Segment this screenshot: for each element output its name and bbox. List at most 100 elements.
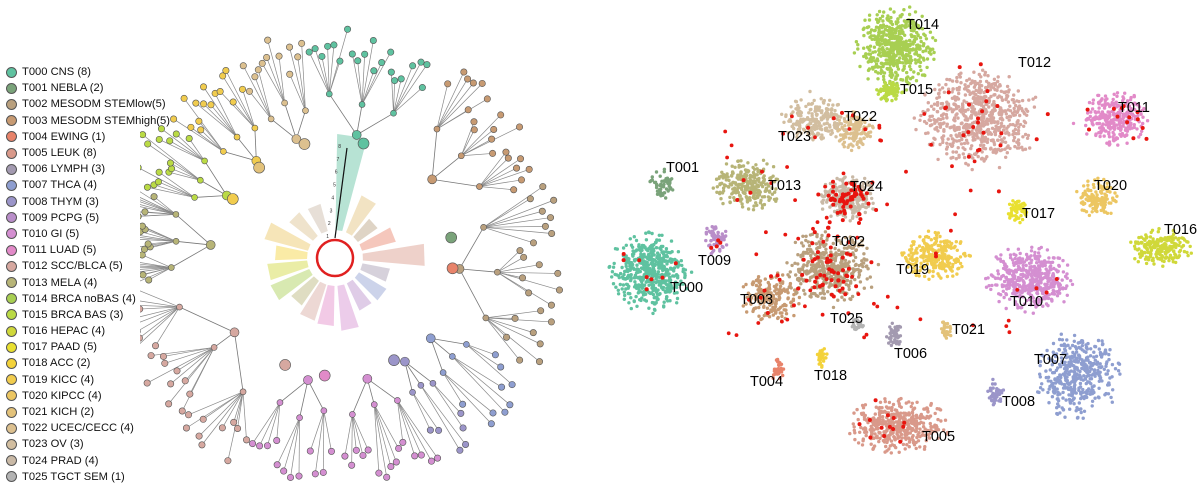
tsne-point (672, 258, 677, 262)
tsne-point (908, 64, 912, 69)
tsne-point (1072, 370, 1076, 374)
tsne-point (721, 172, 726, 177)
tree-leaf (143, 183, 151, 191)
tsne-point (1063, 415, 1067, 419)
tree-leaf (348, 461, 356, 469)
tsne-point (993, 93, 997, 97)
tsne-point (892, 10, 896, 14)
tsne-point (801, 234, 805, 238)
tsne-point (898, 24, 902, 28)
tsne-point (632, 299, 636, 304)
tsne-point (911, 434, 915, 438)
tsne-point (618, 271, 623, 276)
tree-link (436, 83, 483, 130)
tree-leaf (491, 351, 499, 359)
tsne-point (765, 306, 770, 310)
tsne-point (843, 258, 848, 263)
tree-link (373, 404, 380, 474)
tsne-point (1075, 356, 1079, 360)
tree-link (461, 114, 501, 156)
tree-link (164, 347, 215, 364)
tree-leaf (218, 424, 226, 432)
tsne-point (849, 279, 853, 284)
tsne-point (800, 267, 805, 272)
radial-bar (345, 195, 376, 236)
tsne-point (893, 340, 897, 344)
tsne-point (1137, 135, 1141, 139)
tsne-point (852, 425, 856, 429)
tsne-point (1076, 415, 1080, 420)
tsne-point (1102, 134, 1106, 138)
tsne-point (1141, 115, 1145, 119)
tree-link (176, 240, 211, 246)
tsne-point (997, 292, 1001, 296)
tree-leaf (417, 58, 425, 66)
tsne-point (747, 180, 751, 185)
tsne-point (945, 152, 949, 156)
tsne-point (997, 165, 1002, 170)
tsne-point (726, 185, 731, 189)
tsne-point (774, 358, 779, 362)
tsne-point (651, 311, 655, 316)
tsne-point (1046, 375, 1051, 379)
tsne-point (647, 230, 651, 234)
tsne-point (668, 290, 672, 294)
radial-bar (360, 263, 390, 282)
tree-branch-node (205, 240, 216, 250)
tsne-point (984, 285, 989, 289)
tsne-point (806, 240, 810, 244)
tsne-point (958, 75, 962, 79)
tree-link (412, 392, 439, 431)
tsne-point (878, 400, 883, 404)
tsne-point (840, 295, 844, 299)
tsne-point (1110, 375, 1114, 379)
tsne-point (862, 46, 866, 50)
tsne-point (805, 269, 809, 273)
tsne-point (923, 33, 927, 38)
tsne-point (881, 419, 885, 423)
tsne-point (673, 283, 678, 287)
tree-link (140, 305, 180, 308)
tsne-point (918, 118, 922, 123)
tree-leaf (147, 352, 155, 360)
tree-link (198, 391, 244, 437)
tsne-point (649, 251, 653, 255)
tsne-point (721, 176, 725, 180)
tsne-point (661, 183, 665, 188)
tsne-point (914, 423, 918, 428)
tsne-point (893, 325, 897, 329)
tree-node (409, 389, 416, 396)
tsne-point (1016, 131, 1021, 136)
tsne-point (621, 283, 626, 287)
tsne-point (737, 193, 742, 197)
tree-leaf (197, 126, 205, 134)
tsne-point (761, 176, 765, 180)
tree-leaf (140, 271, 147, 279)
tree-leaf (456, 446, 464, 454)
tsne-point (1099, 112, 1103, 117)
tree-link (485, 317, 534, 333)
tree-link (194, 195, 227, 198)
tsne-point (970, 144, 974, 148)
tsne-point (734, 182, 738, 186)
tsne-point (814, 242, 819, 246)
tree-link (173, 118, 224, 152)
tsne-point (786, 297, 790, 301)
tsne-point (1090, 391, 1095, 396)
tsne-point (707, 244, 711, 248)
tree-link (485, 317, 552, 323)
tsne-point (1013, 256, 1017, 261)
tsne-point (906, 423, 911, 428)
tsne-point (651, 270, 655, 275)
tsne-point (887, 400, 892, 405)
tsne-point (760, 203, 765, 207)
tsne-point (738, 199, 743, 203)
tree-leaf (387, 463, 395, 471)
tsne-point (1021, 135, 1025, 139)
tree-leaf (434, 454, 442, 462)
tsne-point (984, 121, 989, 125)
tsne-point (863, 18, 867, 22)
tsne-point (1012, 252, 1016, 256)
tree-leaf (159, 352, 167, 360)
